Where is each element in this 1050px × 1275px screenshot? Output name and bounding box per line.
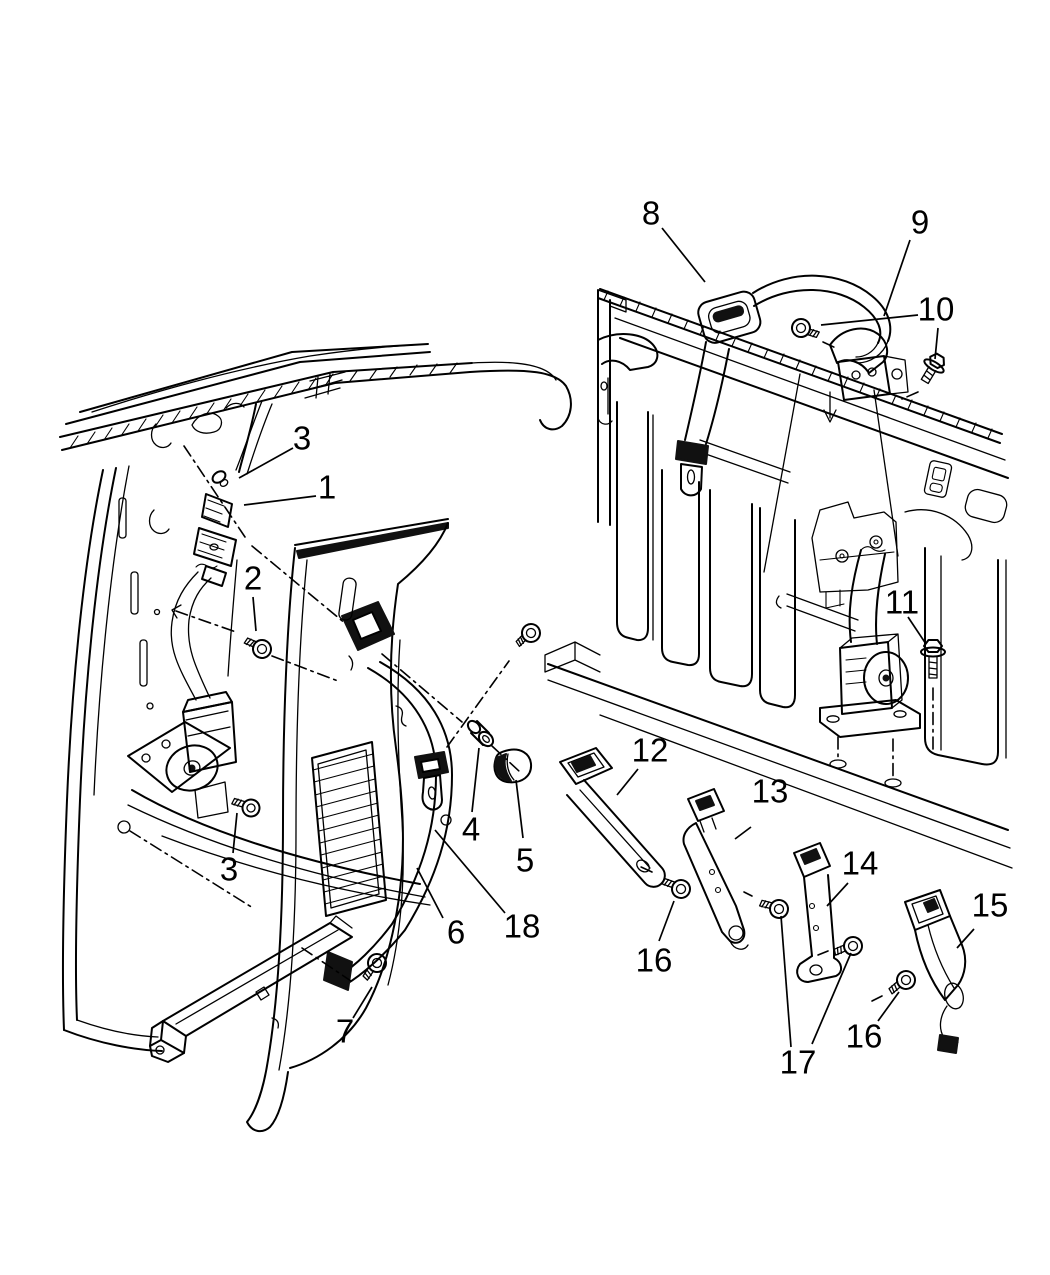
mid-wall-bracket bbox=[811, 501, 899, 609]
upper-belt-anchor-part1 bbox=[183, 400, 371, 645]
sill-scuff-plate bbox=[149, 915, 353, 1063]
b-pillar-inner-panel bbox=[117, 403, 431, 909]
screw-17a bbox=[743, 891, 789, 919]
callout-16: 16 bbox=[846, 1018, 883, 1055]
leader-line-1 bbox=[243, 495, 317, 506]
buckle-14 bbox=[793, 842, 842, 983]
belt-8-webbing bbox=[675, 290, 762, 497]
door-opening-edge bbox=[62, 465, 163, 1052]
screw-16-left bbox=[640, 866, 691, 899]
callout-4: 4 bbox=[462, 811, 480, 848]
callout-9: 9 bbox=[911, 204, 929, 241]
bolt-11 bbox=[920, 639, 946, 753]
pillar-trim-panel-6 bbox=[246, 518, 449, 1133]
callout-12: 12 bbox=[632, 732, 669, 769]
leader-line-10 bbox=[820, 314, 919, 326]
arrowhead bbox=[171, 604, 182, 619]
callout-6: 6 bbox=[447, 914, 465, 951]
cover-5 bbox=[493, 748, 533, 784]
callout-5: 5 bbox=[516, 842, 534, 879]
callout-11: 11 bbox=[885, 584, 919, 621]
bolt-3-lower bbox=[231, 797, 261, 818]
callout-10: 10 bbox=[918, 291, 955, 328]
figure-cab-side bbox=[59, 343, 572, 1133]
anchor-bracket-9 bbox=[763, 327, 909, 573]
down-arrow bbox=[823, 391, 837, 423]
callout-15: 15 bbox=[972, 887, 1009, 924]
leader-line-16 bbox=[658, 900, 675, 942]
leader-line-13 bbox=[734, 826, 752, 840]
pin-4 bbox=[381, 653, 521, 773]
leader-line-11 bbox=[907, 616, 927, 645]
bolt-2 bbox=[171, 604, 339, 682]
callout-3: 3 bbox=[220, 851, 238, 888]
buckle-12 bbox=[559, 747, 666, 888]
buckle-15 bbox=[904, 889, 967, 1054]
leader-line-17 bbox=[780, 915, 792, 1048]
figure-rear-wall bbox=[544, 274, 1013, 1054]
callout-8: 8 bbox=[642, 195, 660, 232]
screw-16-right bbox=[871, 970, 916, 1002]
leader-line-16 bbox=[877, 991, 900, 1022]
leader-line-2 bbox=[252, 596, 257, 632]
buckle-13 bbox=[682, 788, 749, 950]
screw-upper-guide bbox=[446, 623, 541, 748]
leader-line-17 bbox=[811, 952, 852, 1045]
leader-line-15 bbox=[956, 928, 975, 949]
leader-line-5 bbox=[515, 779, 524, 839]
leader-line-12 bbox=[616, 768, 639, 796]
callout-16: 16 bbox=[636, 942, 673, 979]
callout-14: 14 bbox=[842, 845, 879, 882]
seat-belt-webbing-18 bbox=[323, 661, 453, 991]
rear-wall-panel bbox=[544, 288, 1013, 869]
leader-line-3 bbox=[232, 812, 238, 854]
screw-7 bbox=[301, 947, 387, 982]
callout-18: 18 bbox=[504, 908, 541, 945]
bolt-10b bbox=[901, 352, 945, 400]
screw-10a bbox=[791, 318, 839, 350]
callout-1: 1 bbox=[318, 469, 336, 506]
callout-2: 2 bbox=[244, 560, 262, 597]
callout-3: 3 bbox=[293, 420, 311, 457]
retractor-right bbox=[819, 546, 921, 788]
callout-7: 7 bbox=[336, 1013, 354, 1050]
leader-line-3 bbox=[238, 447, 294, 479]
leader-line-14 bbox=[826, 882, 849, 907]
screw-17b bbox=[817, 936, 863, 956]
leader-line-8 bbox=[661, 227, 706, 283]
callout-13: 13 bbox=[752, 773, 789, 810]
leader-line-18 bbox=[434, 829, 506, 914]
leader-line-9 bbox=[883, 239, 911, 317]
leader-line-10 bbox=[934, 327, 939, 360]
roof-rail bbox=[59, 343, 572, 451]
leader-line-6 bbox=[416, 867, 444, 919]
leader-line-4 bbox=[471, 747, 480, 813]
retractor-left bbox=[127, 563, 237, 819]
callout-17: 17 bbox=[780, 1044, 817, 1081]
leader-line-7 bbox=[352, 986, 373, 1019]
